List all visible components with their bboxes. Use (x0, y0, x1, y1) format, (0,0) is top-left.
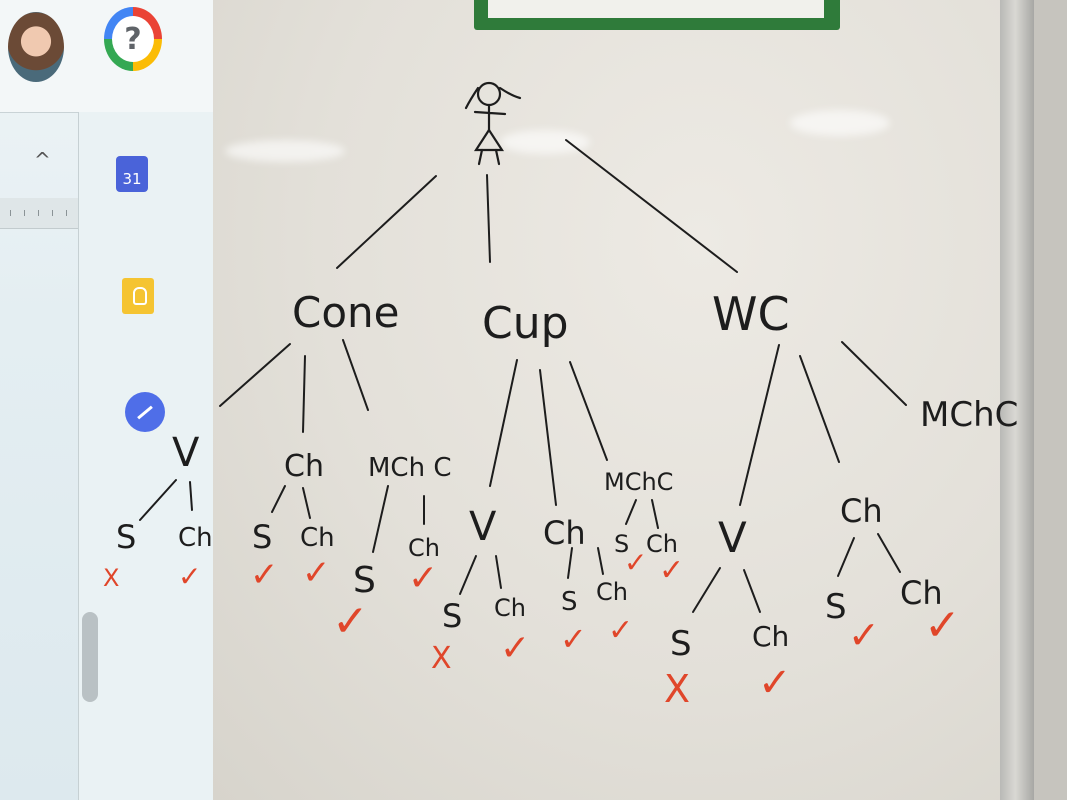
avatar[interactable] (8, 12, 64, 82)
leaf-label: S (670, 624, 692, 664)
calendar-icon[interactable]: 31 (116, 156, 148, 192)
check-mark: ✓ (408, 558, 438, 599)
leaf-label: Ch (752, 620, 789, 653)
wall (1034, 0, 1067, 800)
check-mark: ✓ (848, 613, 880, 657)
leaf-label: S (353, 560, 376, 601)
cross-mark: X (431, 641, 452, 676)
node-label: Ch (840, 492, 883, 530)
node-label: V (172, 430, 200, 476)
light-glare (790, 110, 890, 136)
check-mark: ✓ (924, 600, 961, 651)
leaf-label: Ch (596, 578, 628, 606)
node-label: WC (712, 287, 790, 341)
help-glyph: ? (112, 16, 154, 62)
light-glare (225, 140, 345, 162)
tree-lines (139, 139, 907, 613)
leaf-label: S (442, 597, 462, 635)
projected-screen: ? ^ 31 (0, 0, 215, 800)
leaf-label: S (116, 518, 136, 556)
node-label: Ch (543, 514, 586, 552)
node-label: V (469, 504, 497, 550)
cross-mark: X (664, 667, 690, 711)
leaf-label: Ch (900, 574, 943, 612)
tasks-icon[interactable] (125, 392, 165, 432)
check-mark: ✓ (560, 620, 587, 658)
whiteboard-frame (1000, 0, 1034, 800)
green-frame (474, 0, 840, 30)
node-label: MCh C (368, 453, 451, 483)
check-mark: ✓ (250, 555, 279, 595)
help-icon[interactable]: ? (104, 7, 162, 71)
stick-figure-icon (464, 81, 522, 166)
whiteboard (213, 0, 1025, 800)
scrollbar[interactable] (82, 612, 98, 702)
check-mark: ✓ (624, 546, 647, 579)
chevron-up-icon[interactable]: ^ (34, 148, 51, 172)
ruler (0, 198, 78, 229)
leaf-label: Ch (178, 523, 213, 553)
node-label: Ch (284, 449, 324, 484)
leaf-label: S (561, 587, 578, 617)
node-label: Cup (482, 298, 569, 349)
check-mark: ✓ (608, 613, 633, 648)
cross-mark: X (103, 564, 119, 592)
check-mark: ✓ (659, 553, 684, 588)
side-panel (78, 112, 214, 800)
leaf-label: S (825, 587, 847, 627)
node-label: MChC (604, 468, 673, 496)
leaf-label: S (614, 530, 629, 558)
leaf-label: Ch (494, 594, 526, 622)
check-mark: ✓ (332, 596, 369, 647)
check-mark: ✓ (178, 560, 201, 593)
leaf-label: Ch (300, 523, 335, 553)
check-mark: ✓ (500, 628, 530, 669)
check-mark: ✓ (302, 553, 331, 593)
check-mark: ✓ (758, 660, 792, 706)
node-label: V (718, 513, 747, 562)
node-label: MChC (920, 395, 1018, 435)
node-label: Cone (292, 288, 399, 337)
light-glare (500, 130, 590, 154)
keep-icon[interactable] (122, 278, 154, 314)
leaf-label: S (252, 518, 272, 556)
leaf-label: Ch (646, 530, 678, 558)
leaf-label: Ch (408, 534, 440, 562)
